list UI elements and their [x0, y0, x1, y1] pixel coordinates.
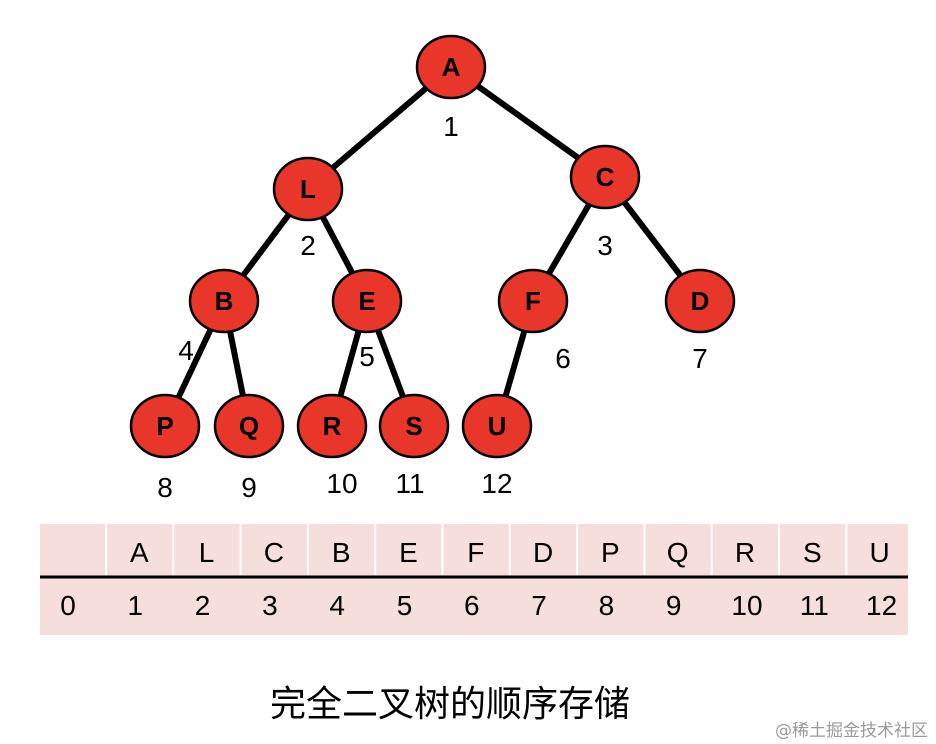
node-label: Q: [239, 411, 259, 441]
node-circle: [129, 393, 201, 459]
array-value-cell: B: [332, 537, 351, 568]
node-circle: [415, 34, 487, 100]
node-label: A: [442, 52, 461, 82]
node-label: E: [358, 286, 375, 316]
tree-edges: [162, 64, 703, 429]
tree-node-c: C: [569, 144, 641, 210]
array-index-cell: 4: [329, 590, 345, 621]
array-value-cell: L: [199, 537, 215, 568]
tree-node-p: P: [129, 393, 201, 459]
node-label: L: [300, 174, 316, 204]
node-index-label: 1: [443, 111, 459, 142]
node-circle: [188, 268, 260, 334]
tree-node-b: B: [188, 268, 260, 334]
array-index-cell: 5: [397, 590, 413, 621]
node-index-label: 6: [555, 343, 571, 374]
array-value-cell: U: [869, 537, 889, 568]
array-value-cell: D: [533, 537, 553, 568]
node-index-label: 7: [692, 343, 708, 374]
node-circle: [461, 393, 533, 459]
node-index-label: 11: [395, 468, 424, 499]
watermark-text: @稀土掘金技术社区: [775, 721, 928, 741]
array-index-cell: 11: [800, 590, 829, 621]
array-index-cell: 7: [531, 590, 547, 621]
tree-node-s: S: [378, 393, 450, 459]
array-index-cell: 2: [195, 590, 211, 621]
node-circle: [331, 268, 403, 334]
node-circle: [272, 156, 344, 222]
array-value-cell: C: [264, 537, 284, 568]
node-index-label: 12: [481, 468, 512, 499]
array-value-cell: F: [467, 537, 484, 568]
node-index-label: 10: [326, 468, 357, 499]
node-index-label: 9: [241, 472, 257, 503]
node-index-label: 3: [597, 230, 613, 261]
array-index-cell: 8: [599, 590, 615, 621]
node-label: B: [215, 286, 234, 316]
node-label: R: [323, 411, 342, 441]
array-index-cell: 10: [731, 590, 762, 621]
node-label: S: [405, 411, 422, 441]
node-index-label: 2: [300, 230, 316, 261]
array-value-cell: A: [130, 537, 149, 568]
node-circle: [569, 144, 641, 210]
table-background: [40, 524, 908, 635]
tree-node-q: Q: [213, 393, 285, 459]
diagram-caption: 完全二叉树的顺序存储: [270, 684, 630, 725]
tree-nodes: A 1L 2 C 3B4 E 5 F6 D 7P 8 Q 9 R 10 S 11 U 12: [129, 34, 736, 503]
node-label: C: [596, 162, 615, 192]
tree-node-a: A: [415, 34, 487, 100]
node-index-label: 8: [157, 472, 173, 503]
node-label: F: [525, 286, 541, 316]
tree-node-f: F: [497, 268, 569, 334]
node-label: U: [488, 411, 507, 441]
node-label: P: [156, 411, 173, 441]
node-index-label: 5: [359, 341, 375, 372]
array-index-cell: 3: [262, 590, 278, 621]
array-index-cell: 0: [60, 590, 76, 621]
array-value-cell: R: [735, 537, 755, 568]
tree-node-u: U: [461, 393, 533, 459]
node-circle: [296, 393, 368, 459]
array-value-cell: P: [601, 537, 620, 568]
node-circle: [497, 268, 569, 334]
node-label: D: [691, 286, 710, 316]
tree-node-l: L: [272, 156, 344, 222]
node-circle: [213, 393, 285, 459]
array-index-cell: 1: [128, 590, 144, 621]
array-index-cell: 9: [666, 590, 682, 621]
node-circle: [378, 393, 450, 459]
tree-node-d: D: [664, 268, 736, 334]
tree-node-e: E: [331, 268, 403, 334]
tree-node-r: R: [296, 393, 368, 459]
array-index-cell: 12: [866, 590, 897, 621]
node-circle: [664, 268, 736, 334]
node-index-label: 4: [178, 335, 194, 366]
array-value-cell: E: [399, 537, 418, 568]
array-value-cell: S: [803, 537, 822, 568]
array-index-cell: 6: [464, 590, 480, 621]
array-value-cell: Q: [667, 537, 689, 568]
